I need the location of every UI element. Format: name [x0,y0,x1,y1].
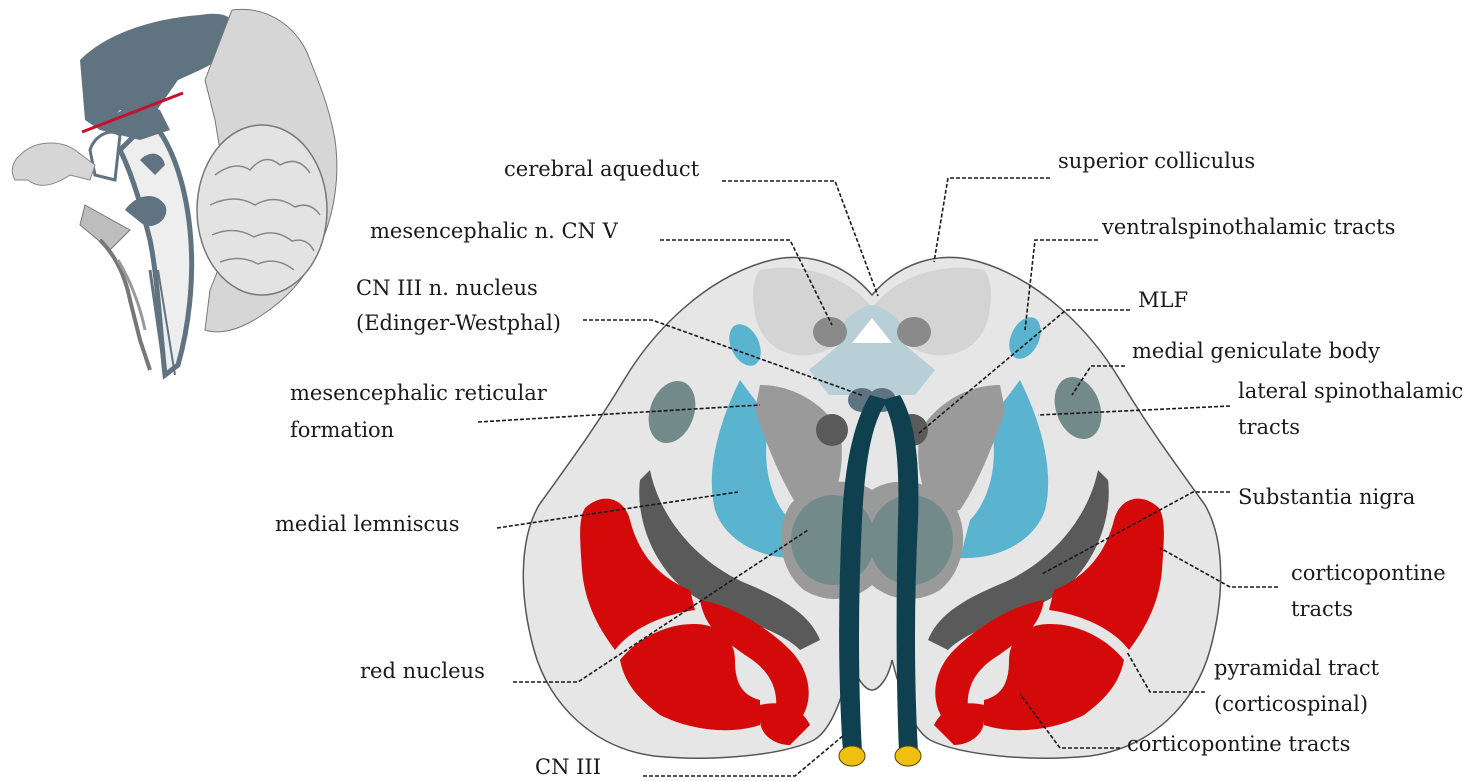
label-substantia-nigra: Substantia nigra [1238,485,1415,509]
label-mlf: MLF [1138,288,1188,312]
sagittal-brain-inset [12,9,337,375]
midbrain-section [523,257,1220,766]
label-cerebral-aqueduct: cerebral aqueduct [504,157,700,181]
label-mesencephalic-reticular-line2: formation [290,418,394,442]
label-medial-lemniscus: medial lemniscus [275,512,460,536]
label-red-nucleus: red nucleus [360,659,485,683]
label-ventralspinothalamic-tracts: ventralspinothalamic tracts [1101,215,1395,239]
mesencephalic-nucleus-left [813,317,847,347]
label-lateral-spinothalamic-line2: tracts [1238,415,1300,439]
cn-iii-nerve-tip-left [839,746,865,766]
label-cn-iii-nucleus-line2: (Edinger-Westphal) [356,311,561,335]
label-corticopontine-bottom: corticopontine tracts [1127,732,1350,756]
label-cn-iii-nucleus-line1: CN III n. nucleus [356,276,538,300]
label-pyramidal-tract-line1: pyramidal tract [1214,656,1380,680]
label-medial-geniculate-body: medial geniculate body [1132,339,1380,363]
label-corticopontine-right-line1: corticopontine [1291,561,1446,585]
label-superior-colliculus: superior colliculus [1058,149,1255,173]
mlf-left [816,414,848,446]
label-mesencephalic-reticular-line1: mesencephalic reticular [290,381,548,405]
label-lateral-spinothalamic-line1: lateral spinothalamic [1238,379,1463,403]
label-pyramidal-tract-line2: (corticospinal) [1214,692,1368,716]
label-cn-iii: CN III [535,755,601,779]
cn-iii-nerve-tip-right [895,746,921,766]
label-corticopontine-right-line2: tracts [1291,597,1353,621]
label-mesencephalic-n-cn-v: mesencephalic n. CN V [370,219,619,243]
mesencephalic-nucleus-right [897,317,931,347]
